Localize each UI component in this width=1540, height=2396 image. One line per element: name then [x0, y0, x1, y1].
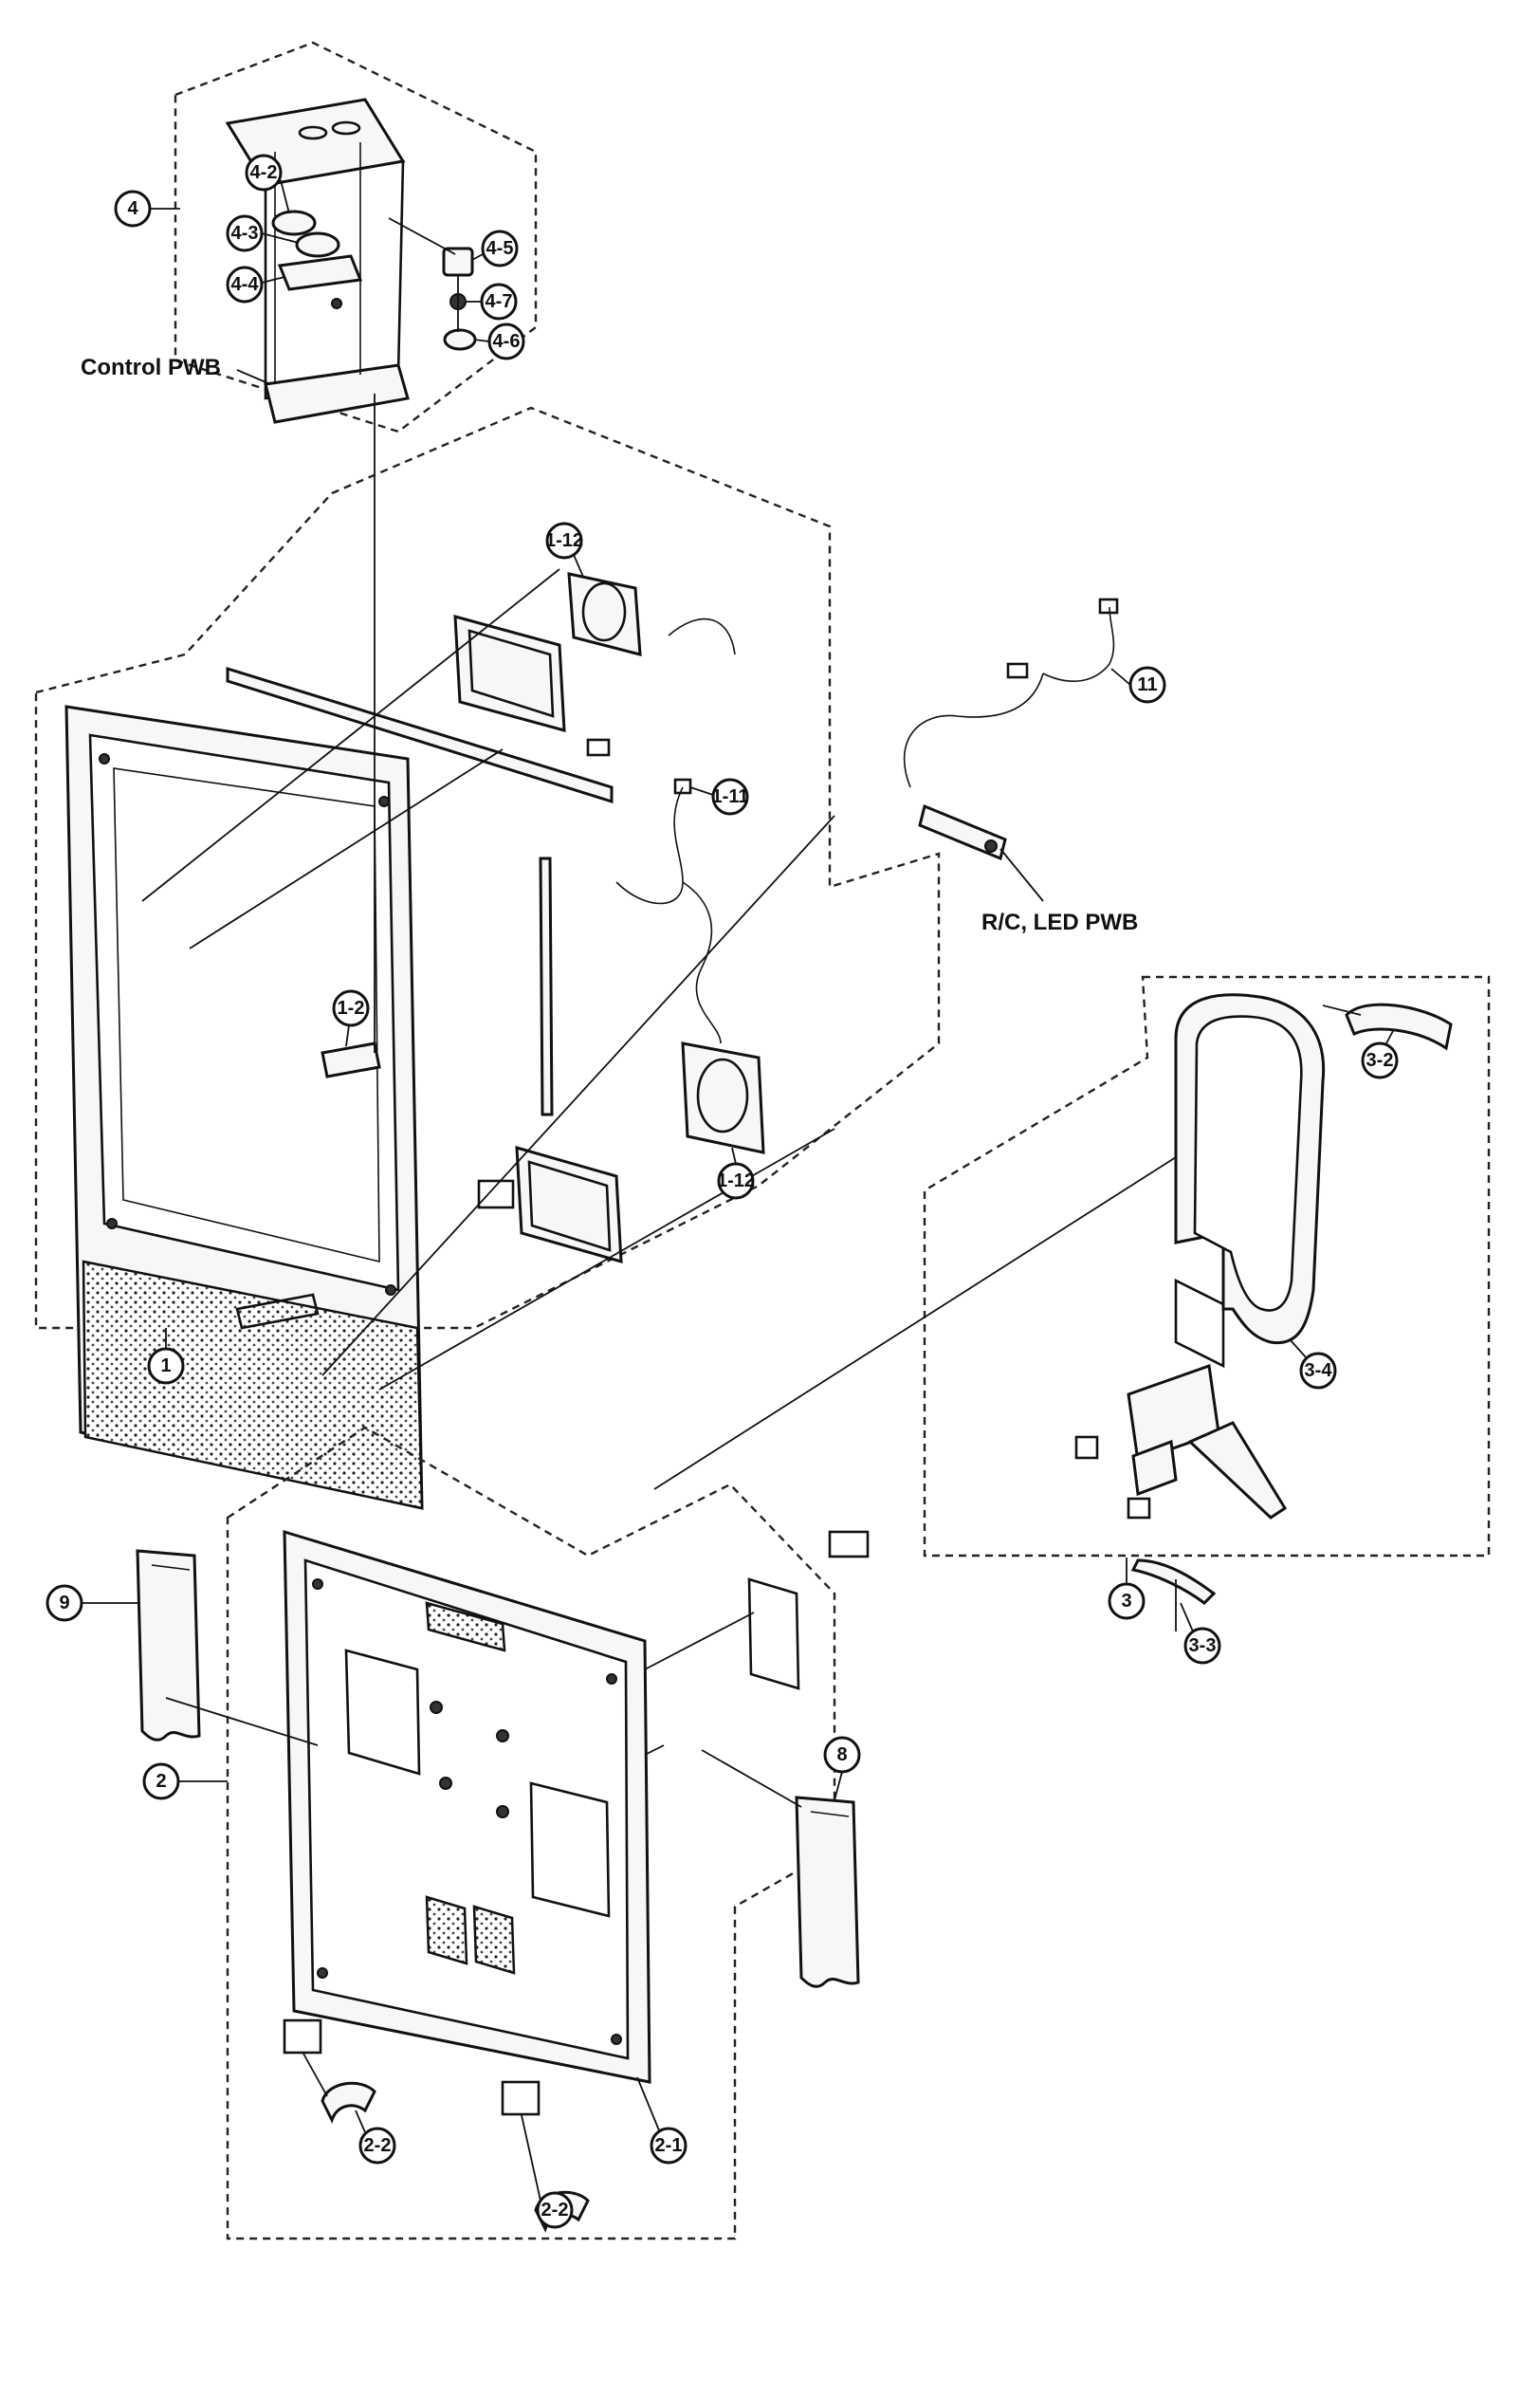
group-2-dashed-outline	[226, 1426, 836, 2240]
callout-1-2: 1-2	[332, 989, 370, 1027]
cushion-3-2	[1345, 1003, 1453, 1051]
rubber-foot-2-2-left	[321, 2081, 376, 2124]
pad-3-3	[1130, 1558, 1217, 1605]
callout-8: 8	[823, 1736, 861, 1774]
svg-text:1-12: 1-12	[717, 1170, 755, 1191]
callout-3-4: 3-4	[1299, 1352, 1337, 1390]
group-4-control-bracket	[174, 41, 538, 433]
callout-2-1: 2-1	[650, 2127, 688, 2165]
svg-text:2: 2	[156, 1771, 166, 1792]
svg-text:1-11: 1-11	[712, 786, 749, 807]
washer-part-4-6	[443, 328, 477, 351]
label-rc-led-pwb: R/C, LED PWB	[981, 910, 1138, 935]
callout-3-2: 3-2	[1361, 1041, 1399, 1079]
side-bar	[539, 857, 554, 1116]
svg-text:1-2: 1-2	[338, 998, 365, 1019]
svg-text:2-1: 2-1	[655, 2135, 683, 2156]
callout-2-2-left: 2-2	[358, 2127, 396, 2165]
callout-1: 1	[147, 1347, 185, 1385]
rc-led-pwb-assembly	[903, 598, 1119, 902]
button-assembly-1-2	[321, 1041, 381, 1078]
rc-led-pwb	[918, 803, 1007, 861]
svg-text:4-2: 4-2	[250, 162, 278, 183]
speaker-lower	[681, 1041, 765, 1154]
svg-text:1-12: 1-12	[545, 530, 583, 551]
terminal-cover	[747, 1577, 800, 1690]
svg-text:4-7: 4-7	[486, 291, 513, 312]
callout-1-11: 1-11	[711, 778, 749, 816]
knob-part-4-5	[442, 247, 474, 277]
svg-text:3: 3	[1121, 1591, 1131, 1612]
svg-text:4-6: 4-6	[493, 331, 521, 352]
button-part-4-2	[271, 210, 317, 236]
svg-text:4-3: 4-3	[231, 223, 259, 244]
callout-1-12-upper: 1-12	[545, 522, 583, 560]
svg-text:2-2: 2-2	[364, 2135, 392, 2156]
callout-2: 2	[142, 1762, 180, 1800]
svg-text:11: 11	[1137, 674, 1157, 695]
callout-4: 4	[114, 190, 152, 228]
wire-harness-11	[903, 606, 1115, 788]
svg-text:9: 9	[59, 1593, 69, 1613]
callout-4-6: 4-6	[487, 323, 525, 360]
callout-11: 11	[1128, 666, 1166, 704]
group-3-dashed-outline	[923, 975, 1491, 1557]
top-strip	[226, 666, 614, 804]
callout-4-2: 4-2	[245, 154, 283, 192]
label-control-pwb: Control PWB	[81, 355, 221, 380]
control-bracket-bottom	[264, 363, 410, 424]
cover-part-8	[701, 1749, 860, 1988]
callout-2-2-right: 2-2	[536, 2191, 574, 2229]
group-2-rear-cabinet	[226, 1426, 870, 2240]
lower-speaker-holder	[515, 1145, 623, 1264]
button-holder-4-4	[277, 254, 363, 291]
callout-3: 3	[1108, 1582, 1146, 1620]
upper-speaker-holder	[453, 615, 566, 732]
svg-text:3-3: 3-3	[1189, 1635, 1217, 1656]
callout-4-4: 4-4	[226, 266, 264, 304]
callout-9: 9	[46, 1584, 83, 1622]
speaker-grille	[82, 1260, 424, 1510]
callout-4-5: 4-5	[481, 230, 519, 267]
svg-text:2-2: 2-2	[541, 2200, 569, 2221]
speaker-upper	[567, 572, 642, 656]
button-part-4-3	[295, 231, 340, 258]
group-3-stand	[653, 975, 1491, 1631]
svg-text:3-2: 3-2	[1366, 1050, 1394, 1071]
cover-part-9	[136, 1549, 319, 1746]
group-1-front-cabinet	[34, 406, 941, 1510]
svg-text:4-4: 4-4	[231, 274, 260, 295]
stand-foot	[1187, 1421, 1288, 1520]
callout-4-3: 4-3	[226, 214, 264, 252]
svg-text:4: 4	[127, 198, 138, 219]
front-bezel-window	[88, 733, 400, 1292]
wire-harness-1-11	[615, 786, 722, 1044]
svg-text:1: 1	[160, 1355, 171, 1376]
callout-3-3: 3-3	[1183, 1627, 1221, 1665]
svg-text:8: 8	[836, 1744, 847, 1765]
group-4-dashed-outline	[174, 41, 538, 433]
svg-text:3-4: 3-4	[1305, 1360, 1333, 1381]
callout-1-12-lower: 1-12	[717, 1162, 755, 1200]
callout-4-7: 4-7	[480, 283, 518, 321]
svg-text:4-5: 4-5	[486, 238, 514, 259]
